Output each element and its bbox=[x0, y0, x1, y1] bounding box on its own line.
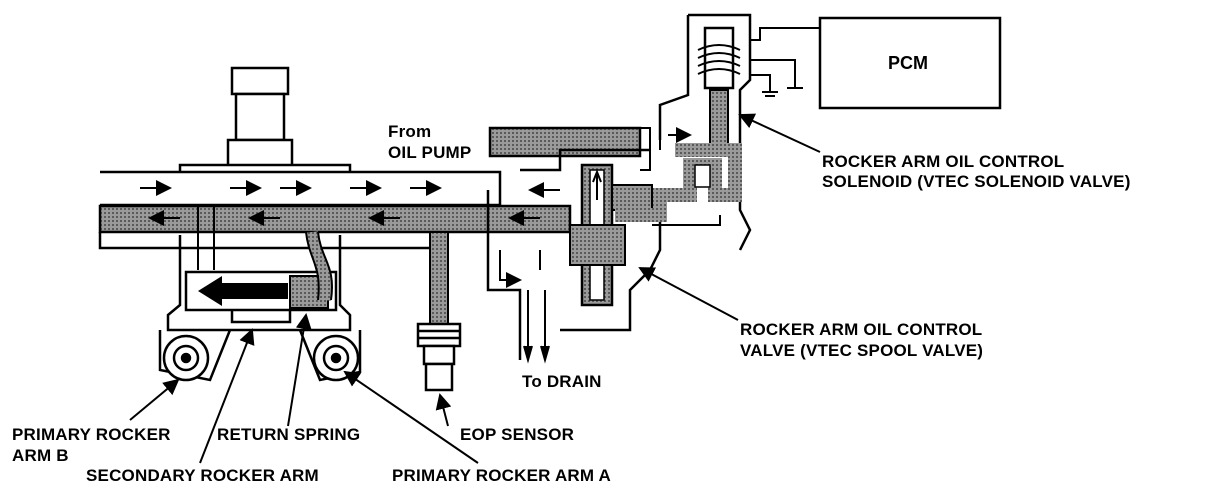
piston-direction-arrow bbox=[198, 276, 288, 306]
return-spring-label: RETURN SPRING bbox=[217, 425, 361, 444]
solenoid-housing bbox=[658, 13, 752, 251]
primary-rocker-a-label: PRIMARY ROCKER ARM A bbox=[392, 466, 612, 485]
eop-sensor-label: EOP SENSOR bbox=[460, 425, 575, 444]
oil-pump-feed bbox=[488, 126, 642, 158]
oil-gallery bbox=[98, 170, 572, 325]
rocker-assembly bbox=[158, 66, 362, 382]
drain-outlet bbox=[499, 135, 690, 364]
primary-rocker-b-label-line2: ARM B bbox=[12, 446, 69, 465]
spool-valve-label-line2: VALVE (VTEC SPOOL VALVE) bbox=[740, 341, 984, 360]
from-oil-pump-label-line1: From bbox=[388, 122, 432, 141]
pcm-box bbox=[818, 16, 1002, 110]
solenoid-label-line1: ROCKER ARM OIL CONTROL bbox=[822, 152, 1065, 171]
eop-sensor bbox=[416, 322, 462, 392]
solenoid-label-line2: SOLENOID (VTEC SOLENOID VALVE) bbox=[822, 172, 1131, 191]
pcm-label: PCM bbox=[888, 53, 928, 73]
pcm-wiring bbox=[750, 27, 820, 97]
spool-valve-label-line1: ROCKER ARM OIL CONTROL bbox=[740, 320, 983, 339]
leader-lines bbox=[129, 113, 821, 464]
to-drain-label: To DRAIN bbox=[522, 372, 602, 391]
primary-rocker-b-label-line1: PRIMARY ROCKER bbox=[12, 425, 171, 444]
solenoid-passage bbox=[709, 89, 729, 151]
solenoid-coil bbox=[697, 44, 741, 75]
from-oil-pump-label-line2: OIL PUMP bbox=[388, 143, 472, 162]
secondary-rocker-label: SECONDARY ROCKER ARM bbox=[86, 466, 319, 485]
